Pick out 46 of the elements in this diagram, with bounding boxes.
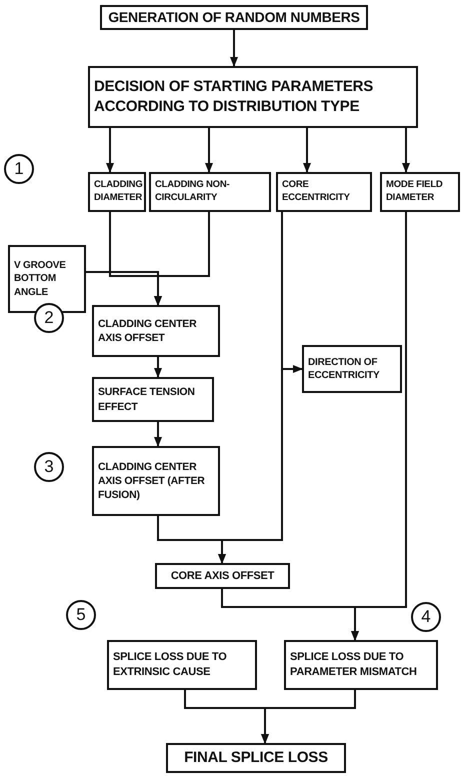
callout-number: 3 [34, 452, 64, 482]
arrow [154, 357, 162, 378]
box-text: MODE FIELD DIAMETER [386, 179, 444, 205]
callout-number: 4 [411, 602, 441, 632]
process-box [92, 305, 220, 357]
process-box [166, 743, 346, 773]
arrow [106, 128, 114, 173]
callout-number: 5 [66, 600, 96, 630]
box-text: DIRECTION OF ECCENTRICITY [308, 356, 380, 382]
box-text: CLADDING DIAMETER [94, 179, 140, 205]
callout-number: 1 [4, 154, 34, 184]
box-text: CLADDING CENTER AXIS OFFSET (AFTER FUSION) [98, 460, 206, 502]
process-box [155, 563, 290, 589]
box-text: CLADDING CENTER AXIS OFFSET [98, 316, 198, 346]
arrow [154, 422, 162, 447]
arrow [205, 128, 213, 173]
arrow [218, 212, 283, 564]
arrow [86, 271, 162, 306]
box-text: CLADDING NON-CIRCULARITY [155, 179, 230, 205]
process-box [107, 640, 257, 690]
process-box [92, 446, 220, 516]
box-text: SPLICE LOSS DUE TO EXTRINSIC CAUSE [113, 650, 228, 680]
process-box [380, 172, 460, 212]
arrow [230, 30, 238, 67]
arrow [402, 128, 410, 173]
box-text: CORE AXIS OFFSET [170, 568, 276, 584]
process-box [88, 172, 146, 212]
box-text: GENERATION OF RANDOM NUMBERS [107, 8, 361, 27]
process-box [284, 640, 438, 690]
box-text: SPLICE LOSS DUE TO PARAMETER MISMATCH [290, 650, 418, 680]
arrow [351, 212, 407, 641]
box-text: FINAL SPLICE LOSS [183, 748, 329, 768]
process-box [100, 5, 368, 30]
callout-number: 2 [34, 303, 64, 333]
box-text: CORE ECCENTRICITY [282, 179, 351, 205]
box-text: V GROOVE BOTTOM ANGLE [14, 258, 67, 300]
arrow [303, 128, 311, 173]
process-box [302, 345, 402, 393]
process-box [8, 245, 86, 313]
box-text: SURFACE TENSION EFFECT [98, 385, 196, 414]
process-box [276, 172, 372, 212]
process-box [88, 66, 418, 128]
process-box [149, 172, 271, 212]
box-text: DECISION OF STARTING PARAMETERS ACCORDING TO DISTRIBUTION TYPE [94, 76, 374, 117]
process-box [92, 377, 214, 422]
arrow [261, 690, 356, 744]
